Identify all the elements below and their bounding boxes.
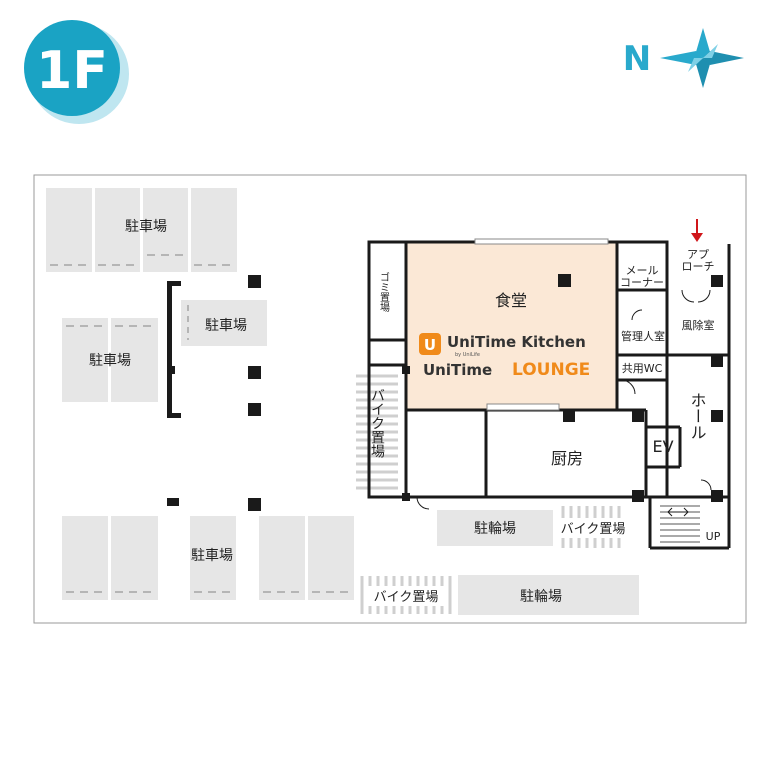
compass-star-icon xyxy=(660,28,744,88)
floor-label: 1F xyxy=(36,41,108,101)
parking-label: 駐車場 xyxy=(205,317,247,334)
svg-text:U: U xyxy=(424,336,436,354)
manager-room-label: 管理人室 xyxy=(621,329,665,343)
lounge-logo-word: LOUNGE xyxy=(512,360,590,380)
bike-parking-label: バイク置場 xyxy=(369,388,385,458)
parking-area-center: 駐車場 xyxy=(181,300,267,346)
mail-corner-label-text: メールコーナー xyxy=(620,264,664,289)
parking-label: 駐車場 xyxy=(89,352,131,369)
bike-parking-bottom: バイク置場 xyxy=(360,576,452,614)
stairs-arrow-icon xyxy=(667,507,689,517)
hall-label: ホール xyxy=(688,392,707,440)
building xyxy=(367,238,731,550)
kitchen-label: 厨房 xyxy=(551,449,583,468)
unitime-kitchen-logo: U UniTime Kitchen by UniLife xyxy=(419,333,586,358)
bicycle-parking-middle xyxy=(437,510,553,546)
bike-parking-label: バイク置場 xyxy=(561,522,626,537)
structural-pillars xyxy=(167,275,261,511)
bike-parking-label: バイク置場 xyxy=(374,590,439,605)
lounge-logo-prefix: UniTime xyxy=(423,361,492,379)
approach-arrow-icon xyxy=(691,219,703,242)
ev-label: EV xyxy=(652,437,673,456)
parking-label: 駐車場 xyxy=(125,218,167,235)
dining-label: 食堂 xyxy=(495,291,527,310)
dining-room xyxy=(406,242,617,410)
unitime-lounge-logo: UniTime LOUNGE xyxy=(423,360,590,380)
approach-label: アプローチ xyxy=(682,248,715,273)
up-label: UP xyxy=(706,530,721,543)
windbreak-label: 風除室 xyxy=(682,318,715,332)
bicycle-parking-label: 駐輪場 xyxy=(520,588,562,605)
shared-wc-label: 共用WC xyxy=(622,362,663,375)
bike-parking-middle: バイク置場 xyxy=(556,506,632,548)
bicycle-parking-bottom xyxy=(458,575,639,615)
garbage-label: ゴミ置場 xyxy=(378,271,390,313)
bike-parking-left: バイク置場 xyxy=(355,372,399,492)
kitchen-logo-text: UniTime Kitchen xyxy=(447,333,586,351)
parking-label: 駐車場 xyxy=(191,547,233,564)
compass-north-label: N xyxy=(623,39,651,79)
parking-area-left: 駐車場 xyxy=(62,318,158,402)
floor-badge: 1F xyxy=(24,20,129,124)
parking-area-bottom: 駐車場 xyxy=(62,516,354,600)
parking-area-top: 駐車場 xyxy=(46,188,237,272)
compass: N xyxy=(623,28,744,88)
bicycle-parking-label: 駐輪場 xyxy=(474,520,516,537)
kitchen-logo-byline: by UniLife xyxy=(455,352,480,358)
